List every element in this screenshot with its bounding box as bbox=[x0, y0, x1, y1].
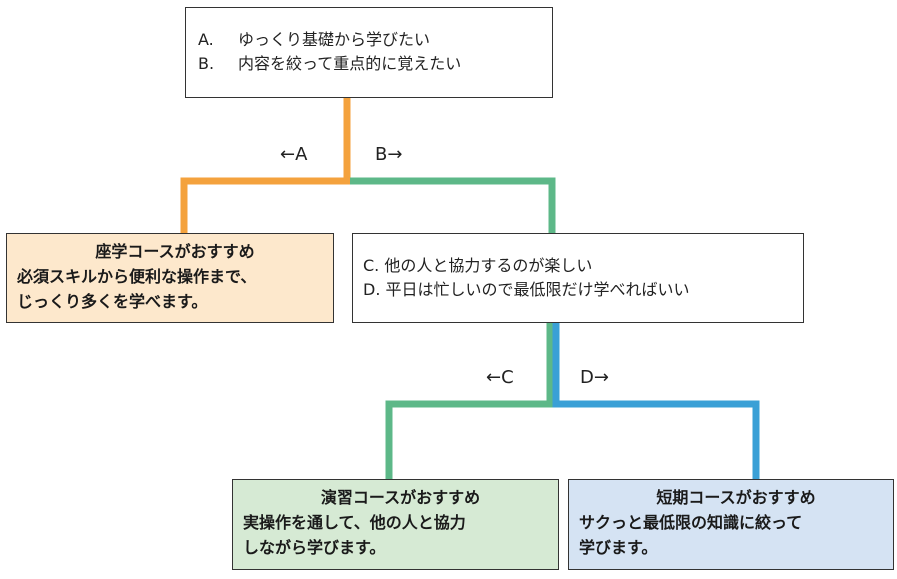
question-box-1: A. ゆっくり基礎から学びたい B. 内容を絞って重点的に覚えたい bbox=[185, 7, 553, 98]
option-b-key: B. bbox=[198, 54, 215, 73]
arrow-label-b: B→ bbox=[375, 144, 403, 165]
option-a-key: A. bbox=[198, 30, 214, 49]
option-a-text: ゆっくり基礎から学びたい bbox=[238, 30, 431, 49]
option-b: B. 内容を絞って重点的に覚えたい bbox=[198, 52, 552, 76]
option-b-text: 内容を絞って重点的に覚えたい bbox=[238, 54, 462, 73]
recommend-practice-line2: しながら学びます。 bbox=[243, 538, 386, 557]
option-d: D. 平日は忙しいので最低限だけ学べればいい bbox=[363, 280, 690, 299]
connector-c-line bbox=[385, 320, 554, 480]
recommend-short-box: 短期コースがおすすめ サクっと最低限の知識に絞って 学びます。 bbox=[568, 479, 894, 570]
connector-b-line bbox=[350, 177, 556, 235]
recommend-lecture-title: 座学コースがおすすめ bbox=[95, 242, 255, 261]
connector-d-line bbox=[552, 320, 760, 480]
recommend-lecture-box: 座学コースがおすすめ 必須スキルから便利な操作まで、 じっくり多くを学べます。 bbox=[6, 233, 334, 323]
arrow-label-c: ←C bbox=[486, 367, 514, 388]
recommend-short-line2: 学びます。 bbox=[579, 538, 658, 557]
connector-a-line bbox=[180, 97, 351, 235]
recommend-practice-line1: 実操作を通して、他の人と協力 bbox=[243, 513, 466, 532]
question-box-2: C. 他の人と協力するのが楽しい D. 平日は忙しいので最低限だけ学べればいい bbox=[352, 233, 804, 323]
recommend-lecture-line1: 必須スキルから便利な操作まで、 bbox=[17, 267, 257, 286]
option-c: C. 他の人と協力するのが楽しい bbox=[363, 256, 593, 275]
recommend-practice-title: 演習コースがおすすめ bbox=[320, 488, 481, 507]
arrow-label-a: ←A bbox=[280, 144, 308, 165]
recommend-short-title: 短期コースがおすすめ bbox=[656, 488, 816, 507]
arrow-label-d: D→ bbox=[580, 367, 609, 388]
recommend-practice-box: 演習コースがおすすめ 実操作を通して、他の人と協力 しながら学びます。 bbox=[232, 479, 559, 570]
recommend-lecture-line2: じっくり多くを学べます。 bbox=[17, 292, 208, 311]
option-a: A. ゆっくり基礎から学びたい bbox=[198, 28, 552, 52]
recommend-short-line1: サクっと最低限の知識に絞って bbox=[579, 513, 803, 532]
